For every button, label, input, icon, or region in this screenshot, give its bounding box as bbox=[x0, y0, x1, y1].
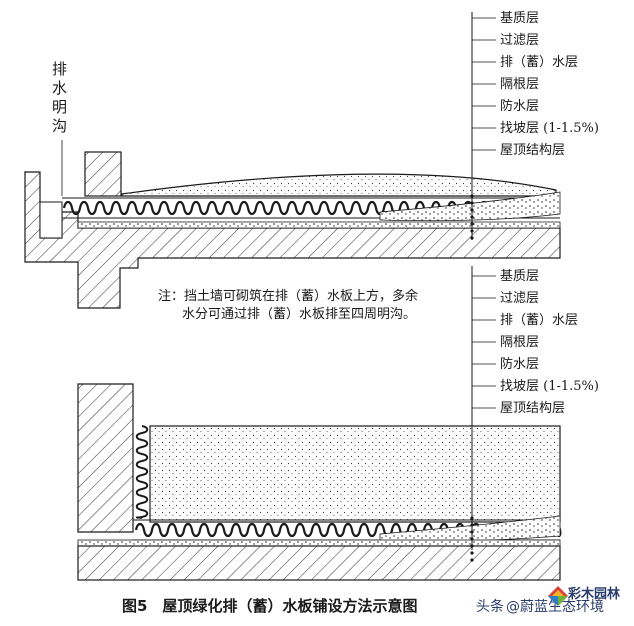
watermark-handle: @蔚蓝生态环境 bbox=[506, 599, 604, 615]
retaining-wall bbox=[84, 151, 122, 197]
layer-leader-dot bbox=[470, 516, 474, 520]
roof-structure-slab bbox=[77, 545, 561, 581]
layer-label: 隔根层 bbox=[500, 335, 539, 350]
layer-leader-dot bbox=[470, 215, 474, 219]
layer-leader-dot bbox=[470, 229, 474, 233]
note-line-1: 注：挡土墙可砌筑在排（蓄）水板上方，多余 bbox=[158, 288, 418, 304]
layer-leader-dot bbox=[470, 544, 474, 548]
layer-leader-dot bbox=[470, 201, 474, 205]
layer-label: 屋顶结构层 bbox=[500, 401, 565, 416]
retaining-wall bbox=[77, 383, 134, 533]
layer-label: 排（蓄）水层 bbox=[500, 55, 578, 70]
brand-logo-icon bbox=[548, 586, 568, 606]
note-line-2: 水分可通过排（蓄）水板排至四周明沟。 bbox=[182, 307, 416, 322]
drain-label-char: 明 bbox=[52, 98, 67, 116]
layer-leader-dot bbox=[470, 530, 474, 534]
layer-label: 过滤层 bbox=[500, 291, 539, 306]
watermark-brand: 彩木园林 bbox=[567, 586, 620, 602]
layer-leader-dot bbox=[470, 222, 474, 226]
layer-label: 基质层 bbox=[500, 11, 539, 26]
drain-label-char: 水 bbox=[52, 79, 67, 97]
drain-label-char: 排 bbox=[52, 60, 67, 78]
substrate-mound bbox=[121, 173, 557, 197]
drain-label-char: 沟 bbox=[52, 117, 67, 135]
layer-leader-dot bbox=[470, 236, 474, 240]
layer-leader-dot bbox=[470, 208, 474, 212]
figure-caption: 图5 屋顶绿化排（蓄）水板铺设方法示意图 bbox=[122, 597, 417, 615]
watermark-prefix: 头条 bbox=[476, 598, 504, 615]
layer-leader-dot bbox=[470, 537, 474, 541]
watermark: 头条 @蔚蓝生态环境 彩木园林 bbox=[476, 586, 620, 615]
layer-label: 隔根层 bbox=[500, 77, 539, 92]
layer-label: 找坡层 (1-1.5%) bbox=[500, 121, 599, 136]
layer-label: 排（蓄）水层 bbox=[500, 313, 578, 328]
layer-label: 找坡层 (1-1.5%) bbox=[500, 379, 599, 394]
layer-label: 防水层 bbox=[500, 98, 539, 114]
layer-leader-dot bbox=[470, 551, 474, 555]
substrate-area bbox=[149, 425, 561, 523]
layer-leader-dot bbox=[470, 194, 474, 198]
drainage-board-vertical bbox=[135, 425, 149, 519]
layer-leader-dot bbox=[470, 523, 474, 527]
layer-label: 过滤层 bbox=[500, 33, 539, 48]
layer-label: 防水层 bbox=[500, 356, 539, 372]
layer-label: 基质层 bbox=[500, 269, 539, 284]
layer-label: 屋顶结构层 bbox=[500, 143, 565, 158]
layer-leader-dot bbox=[470, 558, 474, 562]
